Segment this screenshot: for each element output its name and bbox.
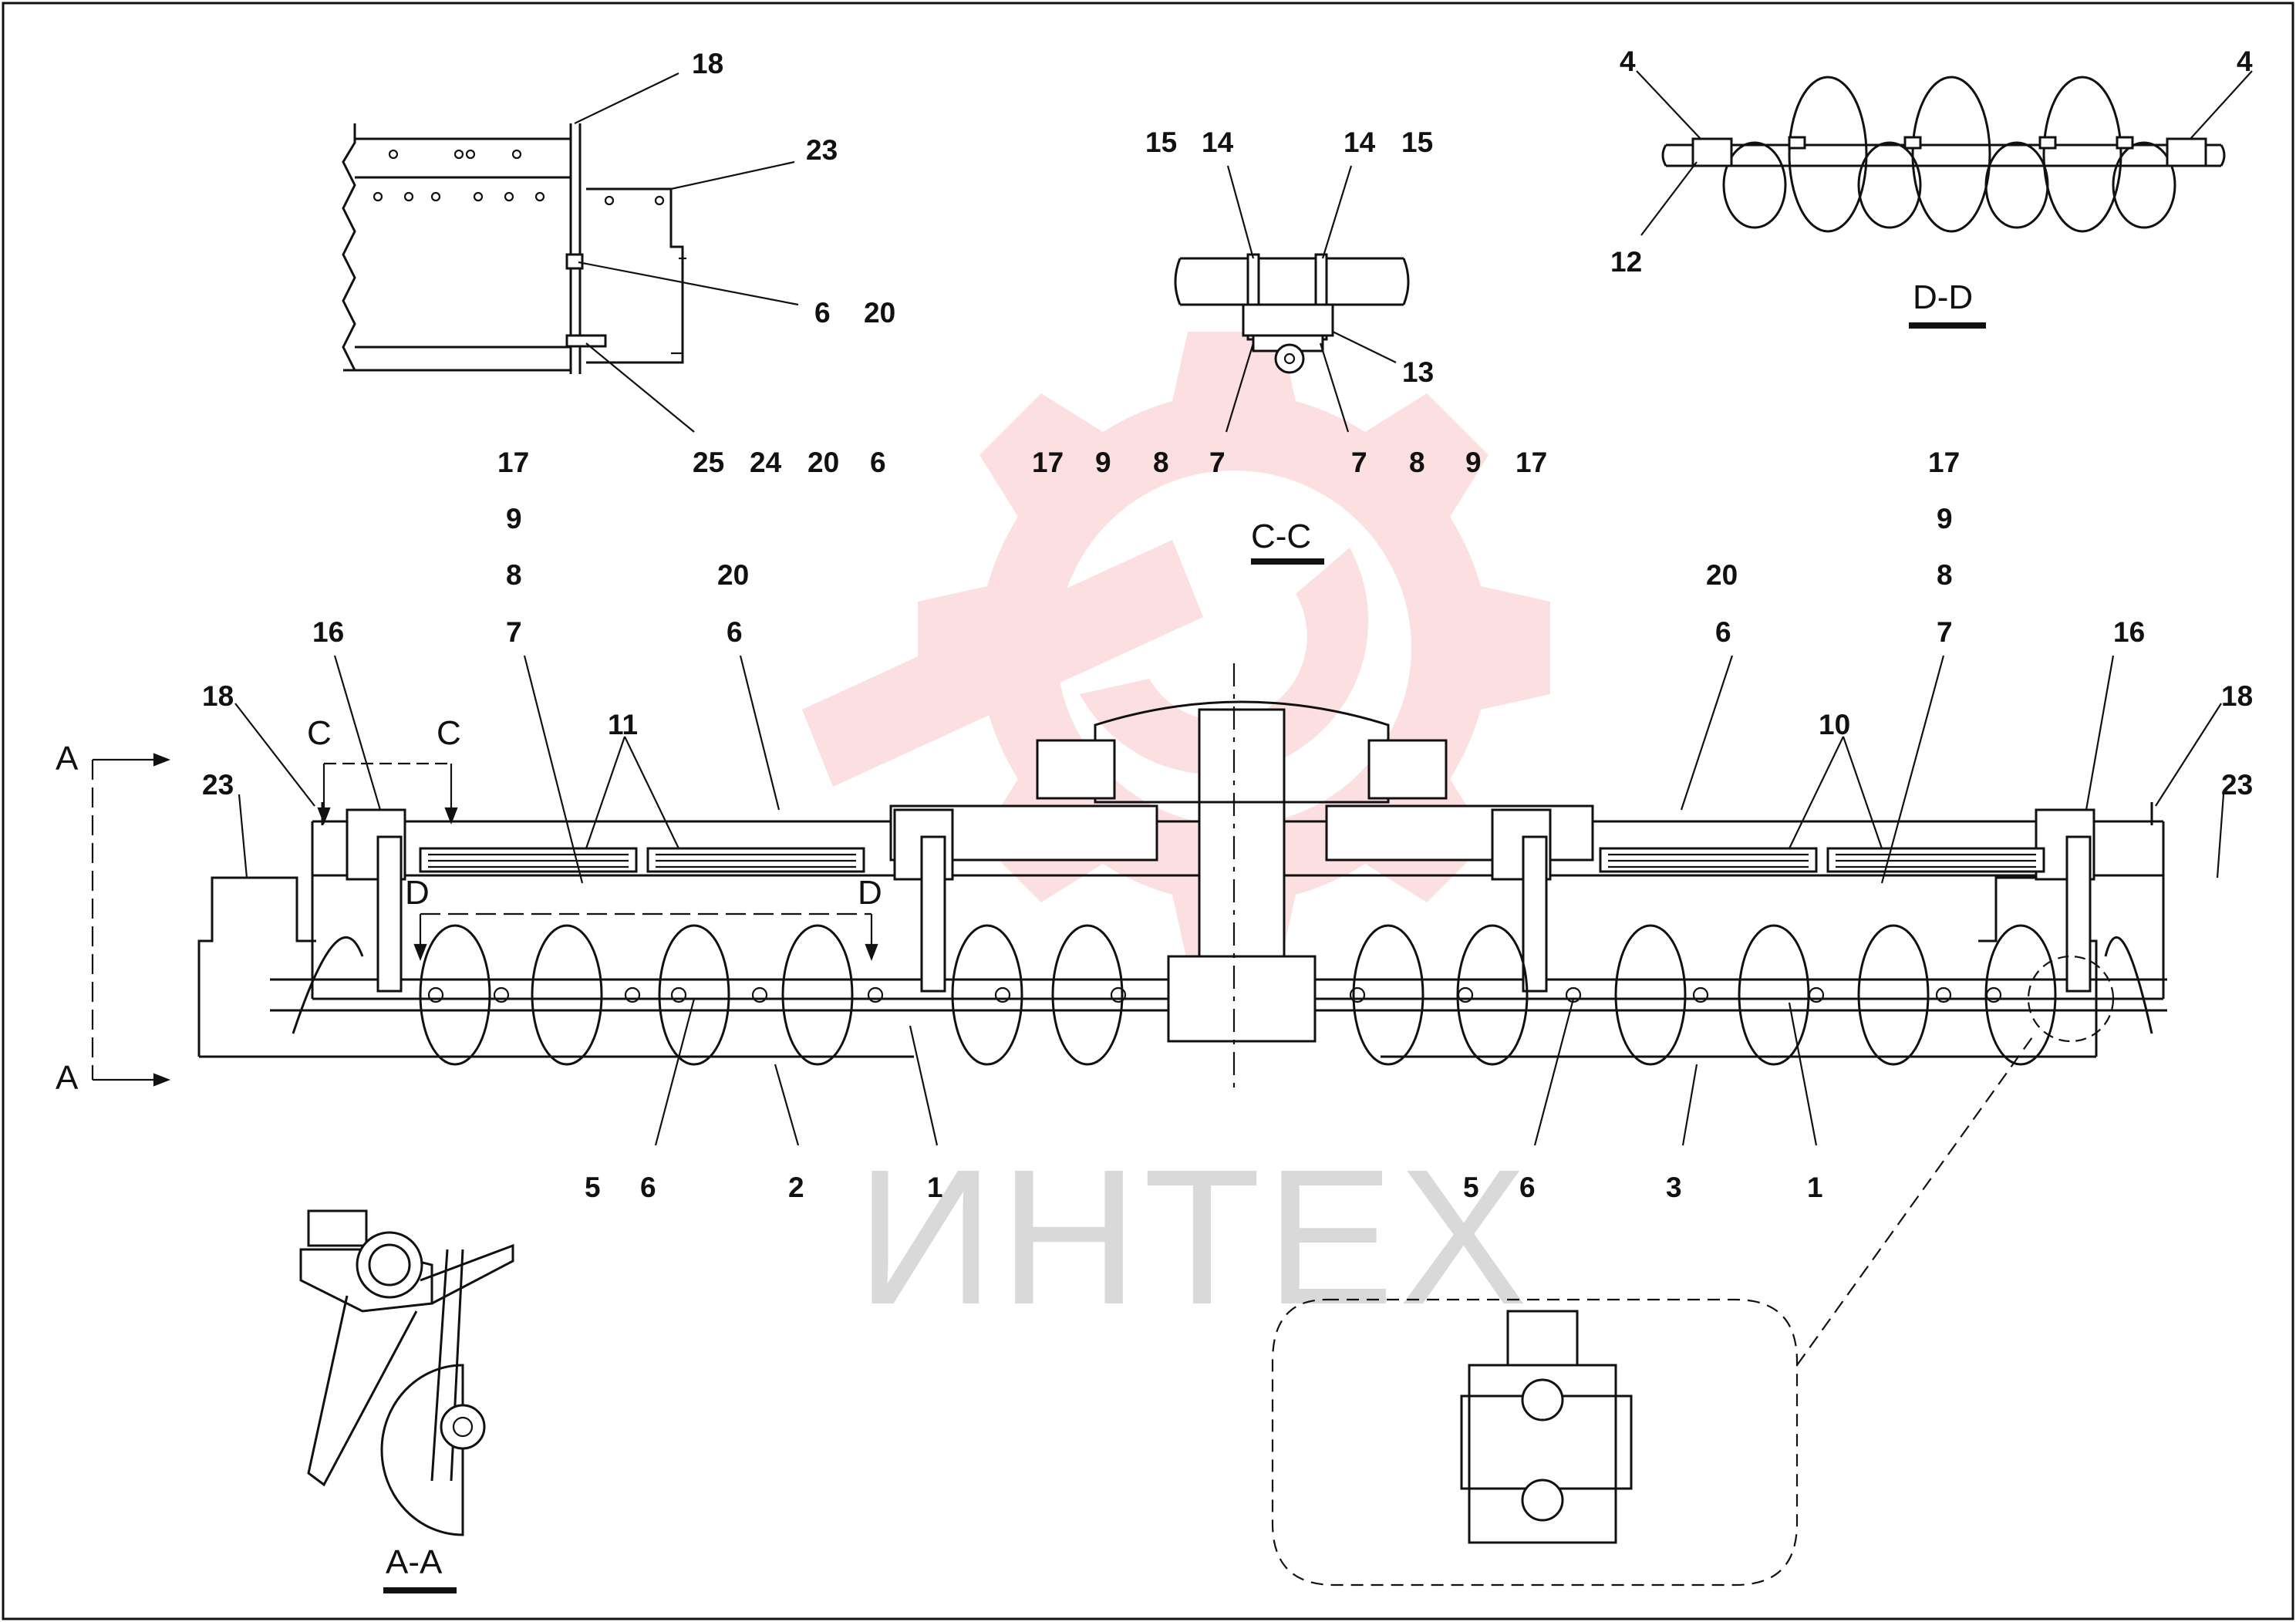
callout-23: 23: [806, 134, 838, 166]
callout-9: 9: [1465, 447, 1482, 478]
section-label-dd: D-D: [1913, 278, 1973, 316]
callout-4: 4: [1620, 46, 1636, 77]
callout-9: 9: [506, 503, 522, 534]
callout-5: 5: [585, 1172, 601, 1203]
leaders-dd: [1636, 70, 2253, 236]
callout-11: 11: [608, 709, 638, 740]
callout-7: 7: [1351, 447, 1367, 478]
callout-1: 1: [927, 1172, 943, 1203]
callout-7: 7: [506, 616, 522, 648]
top-left-detail: [342, 123, 686, 374]
callout-15: 15: [1145, 126, 1177, 158]
callout-20: 20: [1706, 559, 1738, 591]
callout-6: 6: [870, 447, 886, 478]
callout-17: 17: [1515, 447, 1547, 478]
callout-6: 6: [727, 616, 743, 648]
callout-16: 16: [312, 616, 344, 648]
callout-12: 12: [1610, 246, 1642, 278]
callout-18: 18: [2221, 680, 2253, 712]
callout-2: 2: [788, 1172, 804, 1203]
callout-20: 20: [864, 297, 895, 329]
leaders-top-left: [574, 73, 799, 433]
section-underline-cc: [1251, 558, 1324, 565]
callout-7: 7: [1209, 447, 1226, 478]
aa-view: [299, 1209, 514, 1536]
callout-6: 6: [1519, 1172, 1536, 1203]
section-marker-d-right: D: [858, 874, 882, 912]
callout-6: 6: [814, 297, 831, 329]
section-marker-d-left: D: [405, 874, 430, 912]
callout-17: 17: [1928, 447, 1960, 478]
callout-17: 17: [497, 447, 529, 478]
section-label-aa: A-A: [386, 1543, 443, 1581]
section-underline-aa: [383, 1587, 457, 1593]
dd-view: [1661, 76, 2226, 233]
callout-24: 24: [750, 447, 782, 478]
callout-6: 6: [1715, 616, 1731, 648]
section-marker-a-top: A: [56, 740, 79, 777]
leaders-main: [234, 655, 2225, 1146]
callout-8: 8: [1409, 447, 1425, 478]
section-marker-a-bottom: A: [56, 1059, 79, 1097]
callout-9: 9: [1095, 447, 1111, 478]
section-marker-c-right: C: [437, 714, 461, 752]
callout-20: 20: [717, 559, 749, 591]
callout-10: 10: [1819, 709, 1850, 740]
callout-4: 4: [2237, 46, 2253, 77]
callout-18: 18: [692, 48, 723, 79]
callout-25: 25: [693, 447, 724, 478]
callout-5: 5: [1463, 1172, 1479, 1203]
callout-8: 8: [1153, 447, 1169, 478]
callout-13: 13: [1402, 356, 1434, 388]
callout-14: 14: [1344, 126, 1376, 158]
callout-7: 7: [1937, 616, 1953, 648]
bearing-detail: [1271, 1037, 2033, 1587]
callout-23: 23: [2221, 769, 2253, 801]
callout-16: 16: [2113, 616, 2145, 648]
section-markers: [91, 753, 878, 1087]
callout-8: 8: [1937, 559, 1953, 591]
callout-14: 14: [1202, 126, 1234, 158]
section-underline-dd: [1909, 322, 1986, 329]
callout-9: 9: [1937, 503, 1953, 534]
callout-18: 18: [202, 680, 234, 712]
main-assembly: [197, 663, 2167, 1095]
callout-3: 3: [1666, 1172, 1682, 1203]
leaders-cc: [1225, 165, 1397, 433]
callout-15: 15: [1401, 126, 1433, 158]
section-marker-c-left: C: [307, 714, 332, 752]
callout-7: 7: [1209, 447, 1226, 478]
callout-6: 6: [640, 1172, 656, 1203]
callout-1: 1: [1807, 1172, 1823, 1203]
callout-7: 7: [1351, 447, 1367, 478]
watermark-text: ИНТЕХ: [856, 1129, 1532, 1344]
callout-23: 23: [202, 769, 234, 801]
callout-17: 17: [1032, 447, 1064, 478]
callout-8: 8: [506, 559, 522, 591]
section-label-cc: C-C: [1251, 518, 1311, 555]
callout-20: 20: [807, 447, 839, 478]
